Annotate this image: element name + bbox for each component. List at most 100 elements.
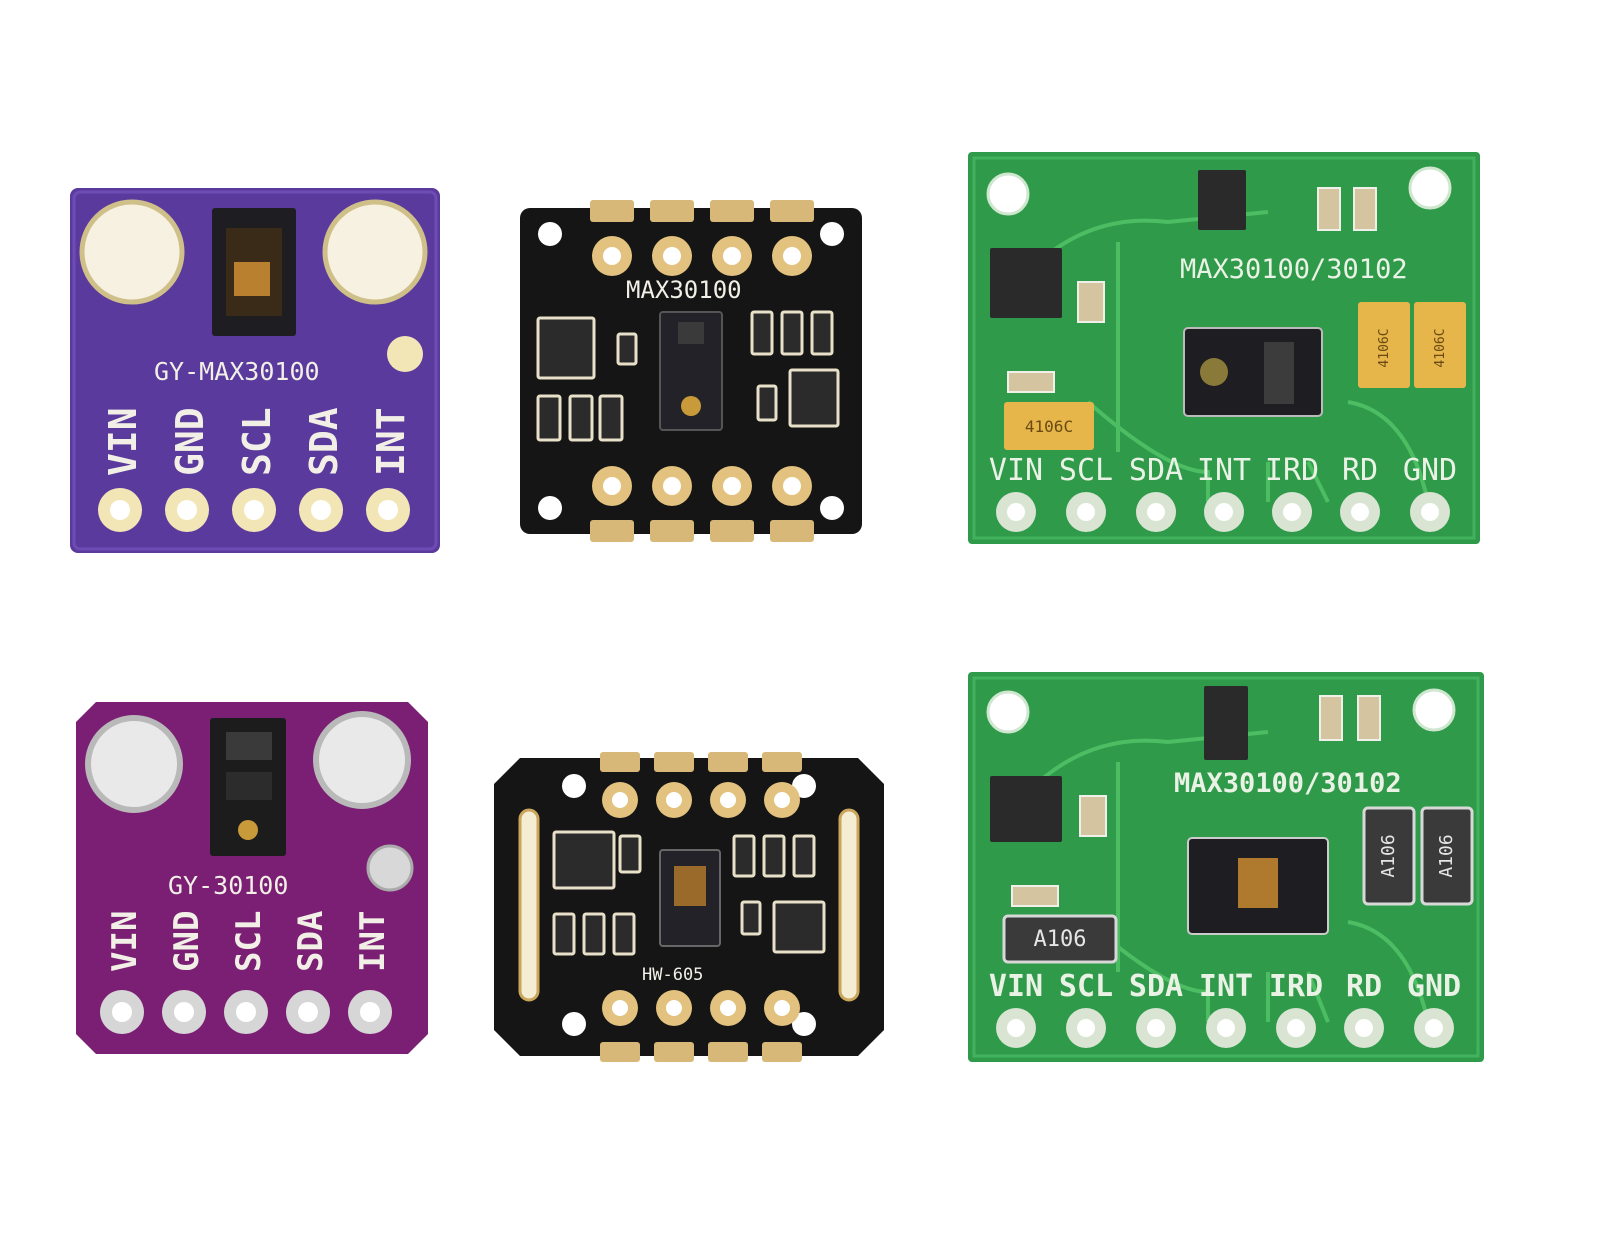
cap-mark: 4106C [1025,417,1073,436]
board-green-svg: MAX30100/30102 4106C 4106C 4106C VIN SCL… [968,152,1480,544]
ic-left [990,776,1062,842]
board-green-svg: MAX30100/30102 A106 A106 A106 VIN SCL SD… [968,672,1484,1062]
board-label: GY-30100 [168,871,288,900]
board-purple-gy-max30100: GY-MAX30100 VIN GND SCL SDA INT [70,188,440,553]
sensor-window [678,322,704,344]
mount-hole [986,172,1030,216]
pin-hole [311,500,331,520]
board-label: HW-605 [642,965,703,985]
slot-left [518,808,540,1002]
mount-hole [820,222,844,246]
resistors [1007,187,1377,393]
smd-components [552,830,826,956]
pin-holes-bottom [592,466,812,506]
board-black-svg: MAX30100 [520,200,862,542]
pin-holes [98,488,410,532]
board-label: GY-MAX30100 [154,357,320,386]
pin-label: GND [1407,969,1461,1004]
board-label: MAX30100/30102 [1174,768,1402,799]
pin-label: GND [1403,453,1457,488]
edge-pads-top [590,200,814,222]
pin-label: SDA [302,407,346,476]
cap-mark: 4106C [1377,328,1392,367]
pin-label: INT [353,911,393,972]
board-magenta-gy-30100: GY-30100 VIN GND SCL SDA INT [76,702,428,1054]
board-edge [72,190,438,551]
sensor-die [1238,858,1278,908]
pin-hole [110,500,130,520]
mount-hole [1408,166,1452,210]
pin-label: INT [369,407,413,476]
sensor-window [226,732,272,760]
pin-labels: VIN GND SCL SDA INT [101,407,413,476]
pin-label: SDA [291,911,331,972]
edge-pads-bottom [600,1042,802,1062]
pin-label: VIN [989,453,1043,488]
board-green-max30100-30102-top: MAX30100/30102 4106C 4106C 4106C VIN SCL… [968,152,1480,544]
sensor-led [238,820,258,840]
pin-label: IRD [1265,453,1319,488]
small-pad [387,336,423,372]
pin-label: SDA [1129,453,1183,488]
board-label: MAX30100 [626,276,742,304]
sensor-led [681,396,701,416]
pin-label: RD [1342,453,1378,488]
cap-mark: 4106C [1433,328,1448,367]
mount-hole [1412,688,1456,732]
pin-hole [244,500,264,520]
pin-label: INT [1199,969,1253,1004]
pin-label: SCL [1059,453,1113,488]
pin-holes [996,1008,1454,1048]
cap-mark: A106 [1436,834,1457,877]
sensor-chip [659,311,723,431]
edge-pads-top [600,752,802,772]
board-green-max30100-30102-bottom: MAX30100/30102 A106 A106 A106 VIN SCL SD… [968,672,1484,1062]
pin-label: SDA [1129,969,1183,1004]
ic-top [1204,686,1248,760]
pin-label: VIN [105,911,145,972]
pin-label: VIN [989,969,1043,1004]
pin-label: GND [168,407,212,476]
board-label: MAX30100/30102 [1180,254,1408,285]
sensor-die [234,262,270,296]
cap-mark: A106 [1034,927,1087,952]
pin-hole [177,500,197,520]
tantalum-caps: 4106C 4106C 4106C [1004,302,1466,450]
mount-pad-left [79,199,185,305]
edge-pads-bottom [590,520,814,542]
pin-label: RD [1346,969,1382,1004]
mount-pad-left [85,715,183,813]
mount-hole [538,496,562,520]
cap-mark: A106 [1378,834,1399,877]
pin-holes [996,492,1450,532]
board-purple-svg: GY-MAX30100 VIN GND SCL SDA INT [70,188,440,553]
sensor-window [1264,342,1294,404]
pin-holes [100,990,392,1034]
pin-holes-top [592,236,812,276]
resistors [1011,695,1381,907]
mount-hole [538,222,562,246]
pin-labels: VIN SCL SDA INT IRD RD GND [989,969,1461,1004]
board-hw605-svg: HW-605 [494,752,884,1062]
pin-label: SCL [229,911,269,972]
pin-label: GND [167,911,207,972]
pin-labels: VIN SCL SDA INT IRD RD GND [989,453,1457,488]
mount-hole [562,774,586,798]
mount-hole [986,690,1030,734]
smd-components [536,310,840,442]
mount-hole [792,1012,816,1036]
pin-label: VIN [101,407,145,476]
pin-holes-bottom [602,990,800,1026]
mount-pad-right [322,199,428,305]
pin-holes-top [602,782,800,818]
sensor-led [1200,358,1228,386]
pin-hole [378,500,398,520]
board-edge [972,156,1476,540]
pin-labels: VIN GND SCL SDA INT [105,911,393,972]
board-black-max30100: MAX30100 [520,200,862,542]
ic-top [1198,170,1246,230]
smd-caps: A106 A106 A106 [1002,806,1474,964]
pin-label: SCL [235,407,279,476]
pin-label: IRD [1269,969,1323,1004]
